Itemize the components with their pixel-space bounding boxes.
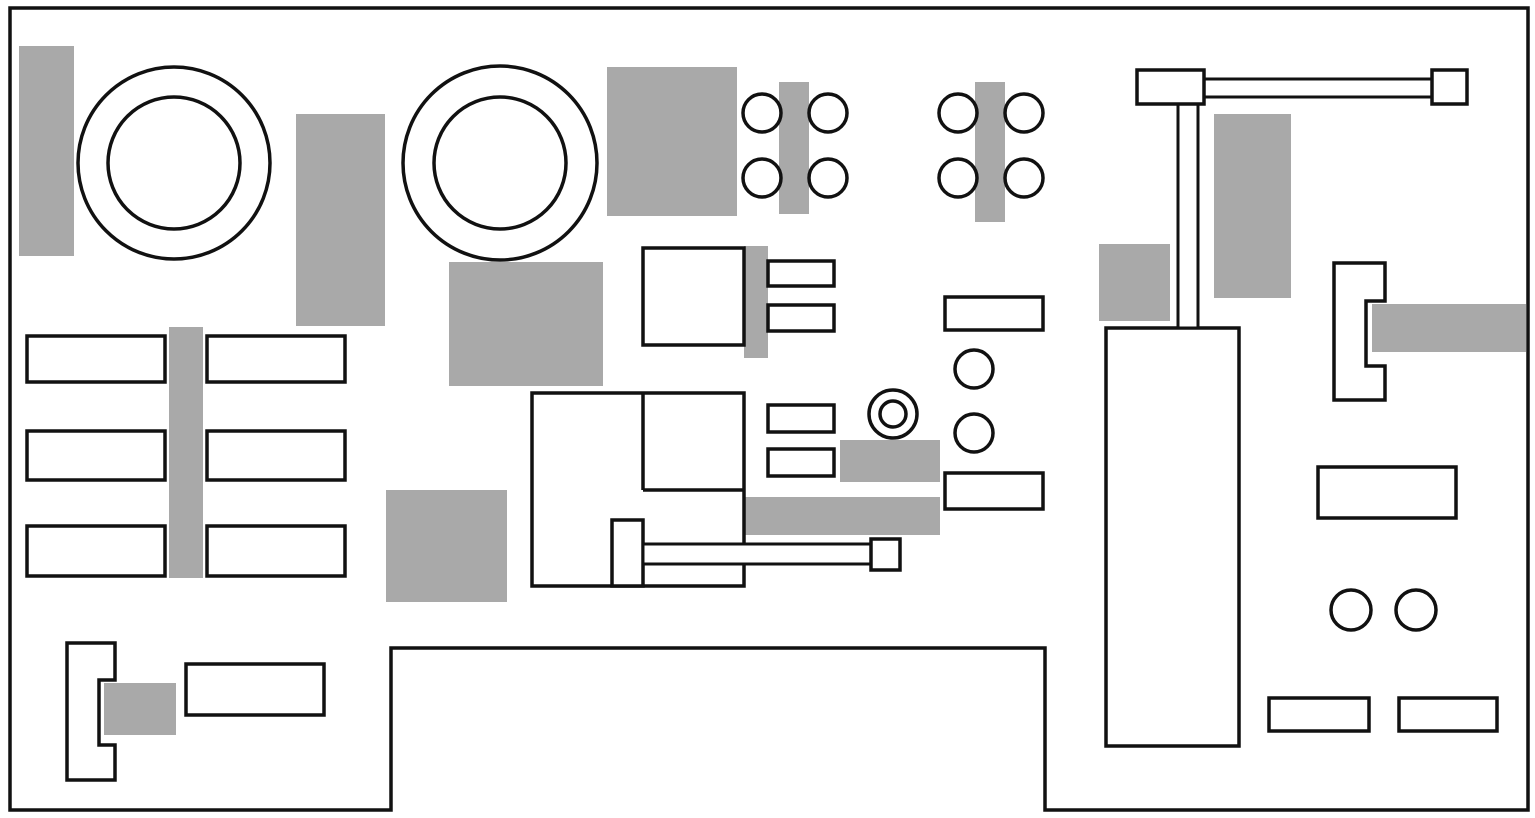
ic-block — [530, 391, 902, 588]
transistor-package — [641, 246, 836, 347]
smd-pad — [766, 447, 836, 478]
shaded-pad — [779, 82, 809, 214]
shaded-pad — [1372, 304, 1526, 352]
round-pad — [741, 92, 783, 134]
smd-pad — [943, 295, 1045, 332]
shaded-pad — [449, 262, 603, 386]
toroid-right — [401, 64, 599, 262]
round-pad — [953, 412, 995, 454]
smd-bank-left — [25, 334, 347, 578]
shaded-pads — [19, 46, 1526, 735]
round-pad — [1003, 157, 1045, 199]
smd-pad — [766, 403, 836, 434]
shaded-pad — [607, 67, 737, 216]
shaded-pad — [744, 246, 768, 358]
tall-component — [1104, 68, 1469, 748]
smd-pad — [205, 429, 347, 482]
shaded-pad — [975, 82, 1005, 222]
via — [867, 388, 919, 440]
round-pad — [1394, 588, 1438, 632]
shaded-pad — [386, 490, 507, 602]
smd-pad — [25, 334, 167, 384]
smd-column-right — [943, 295, 1045, 511]
shaded-pad — [296, 114, 385, 326]
smd-pad — [766, 303, 836, 333]
shaded-pad — [104, 683, 176, 735]
smd-pad — [1397, 696, 1499, 733]
smd-pad — [766, 259, 836, 288]
smd-pad — [943, 471, 1045, 511]
round-pad — [1329, 588, 1373, 632]
smd-pad — [1267, 696, 1371, 733]
smd-pad — [25, 524, 167, 578]
round-pad — [807, 157, 849, 199]
smd-pad — [205, 524, 347, 578]
smd-pad — [1316, 465, 1458, 520]
shaded-pad — [1099, 244, 1170, 321]
round-pad-quad-2 — [937, 92, 1045, 199]
round-pad-quad-1 — [741, 92, 849, 199]
smd-pad — [184, 662, 326, 717]
round-pad — [1003, 92, 1045, 134]
smd-pad — [205, 334, 347, 384]
smd-right — [1267, 465, 1499, 733]
edge-connector-right — [1332, 261, 1387, 402]
shaded-pad — [169, 327, 203, 578]
smd-center — [766, 403, 836, 478]
shaded-pad — [19, 46, 74, 256]
edge-connector-bottom-left — [65, 641, 326, 782]
toroid-left — [76, 65, 272, 261]
round-pad — [953, 348, 995, 390]
shaded-pad — [840, 440, 940, 482]
round-pad — [807, 92, 849, 134]
round-pad — [937, 92, 979, 134]
round-pad — [937, 157, 979, 199]
shaded-pad — [1214, 114, 1291, 298]
round-pad — [741, 157, 783, 199]
smd-pad — [25, 429, 167, 482]
